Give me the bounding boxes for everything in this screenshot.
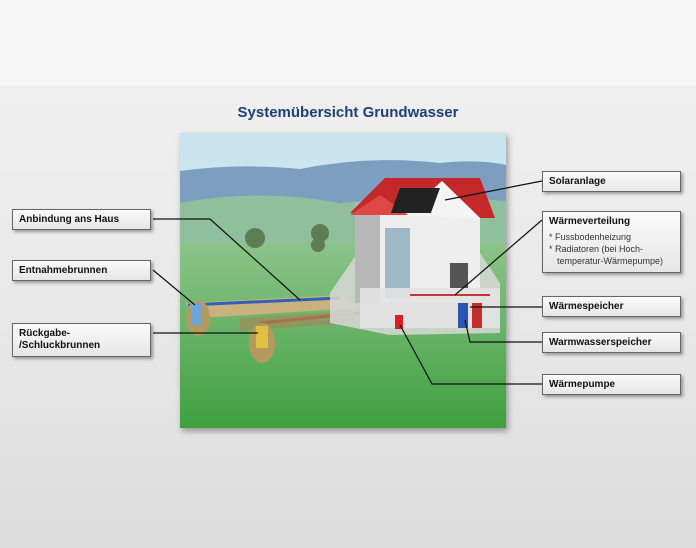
tree-icon	[245, 224, 329, 252]
list-item: * Radiatoren (bei Hoch-	[549, 244, 644, 254]
label-rueckgabe-line1: Rückgabe-	[19, 328, 71, 339]
label-entnahmebrunnen: Entnahmebrunnen	[12, 260, 151, 281]
house	[330, 178, 500, 335]
label-warmwasserspeicher: Warmwasserspeicher	[542, 332, 681, 353]
page-title: Systemübersicht Grundwasser	[237, 104, 459, 121]
label-rueckgabe-line2: /Schluckbrunnen	[19, 340, 101, 351]
list-item: temperatur-Wärmepumpe)	[557, 256, 664, 266]
label-solaranlage: Solaranlage	[542, 171, 681, 192]
label-waermeverteilung-title: Wärmeverteilung	[549, 216, 631, 227]
label-waermepumpe: Wärmepumpe	[542, 374, 681, 395]
label-waermespeicher: Wärmespeicher	[542, 296, 681, 317]
label-anbindung: Anbindung ans Haus	[12, 209, 151, 230]
label-waermeverteilung: Wärmeverteilung * Fussbodenheizung * Rad…	[542, 211, 681, 273]
label-rueckgabe: Rückgabe- /Schluckbrunnen	[12, 323, 151, 357]
list-item: * Fussbodenheizung	[549, 232, 632, 242]
